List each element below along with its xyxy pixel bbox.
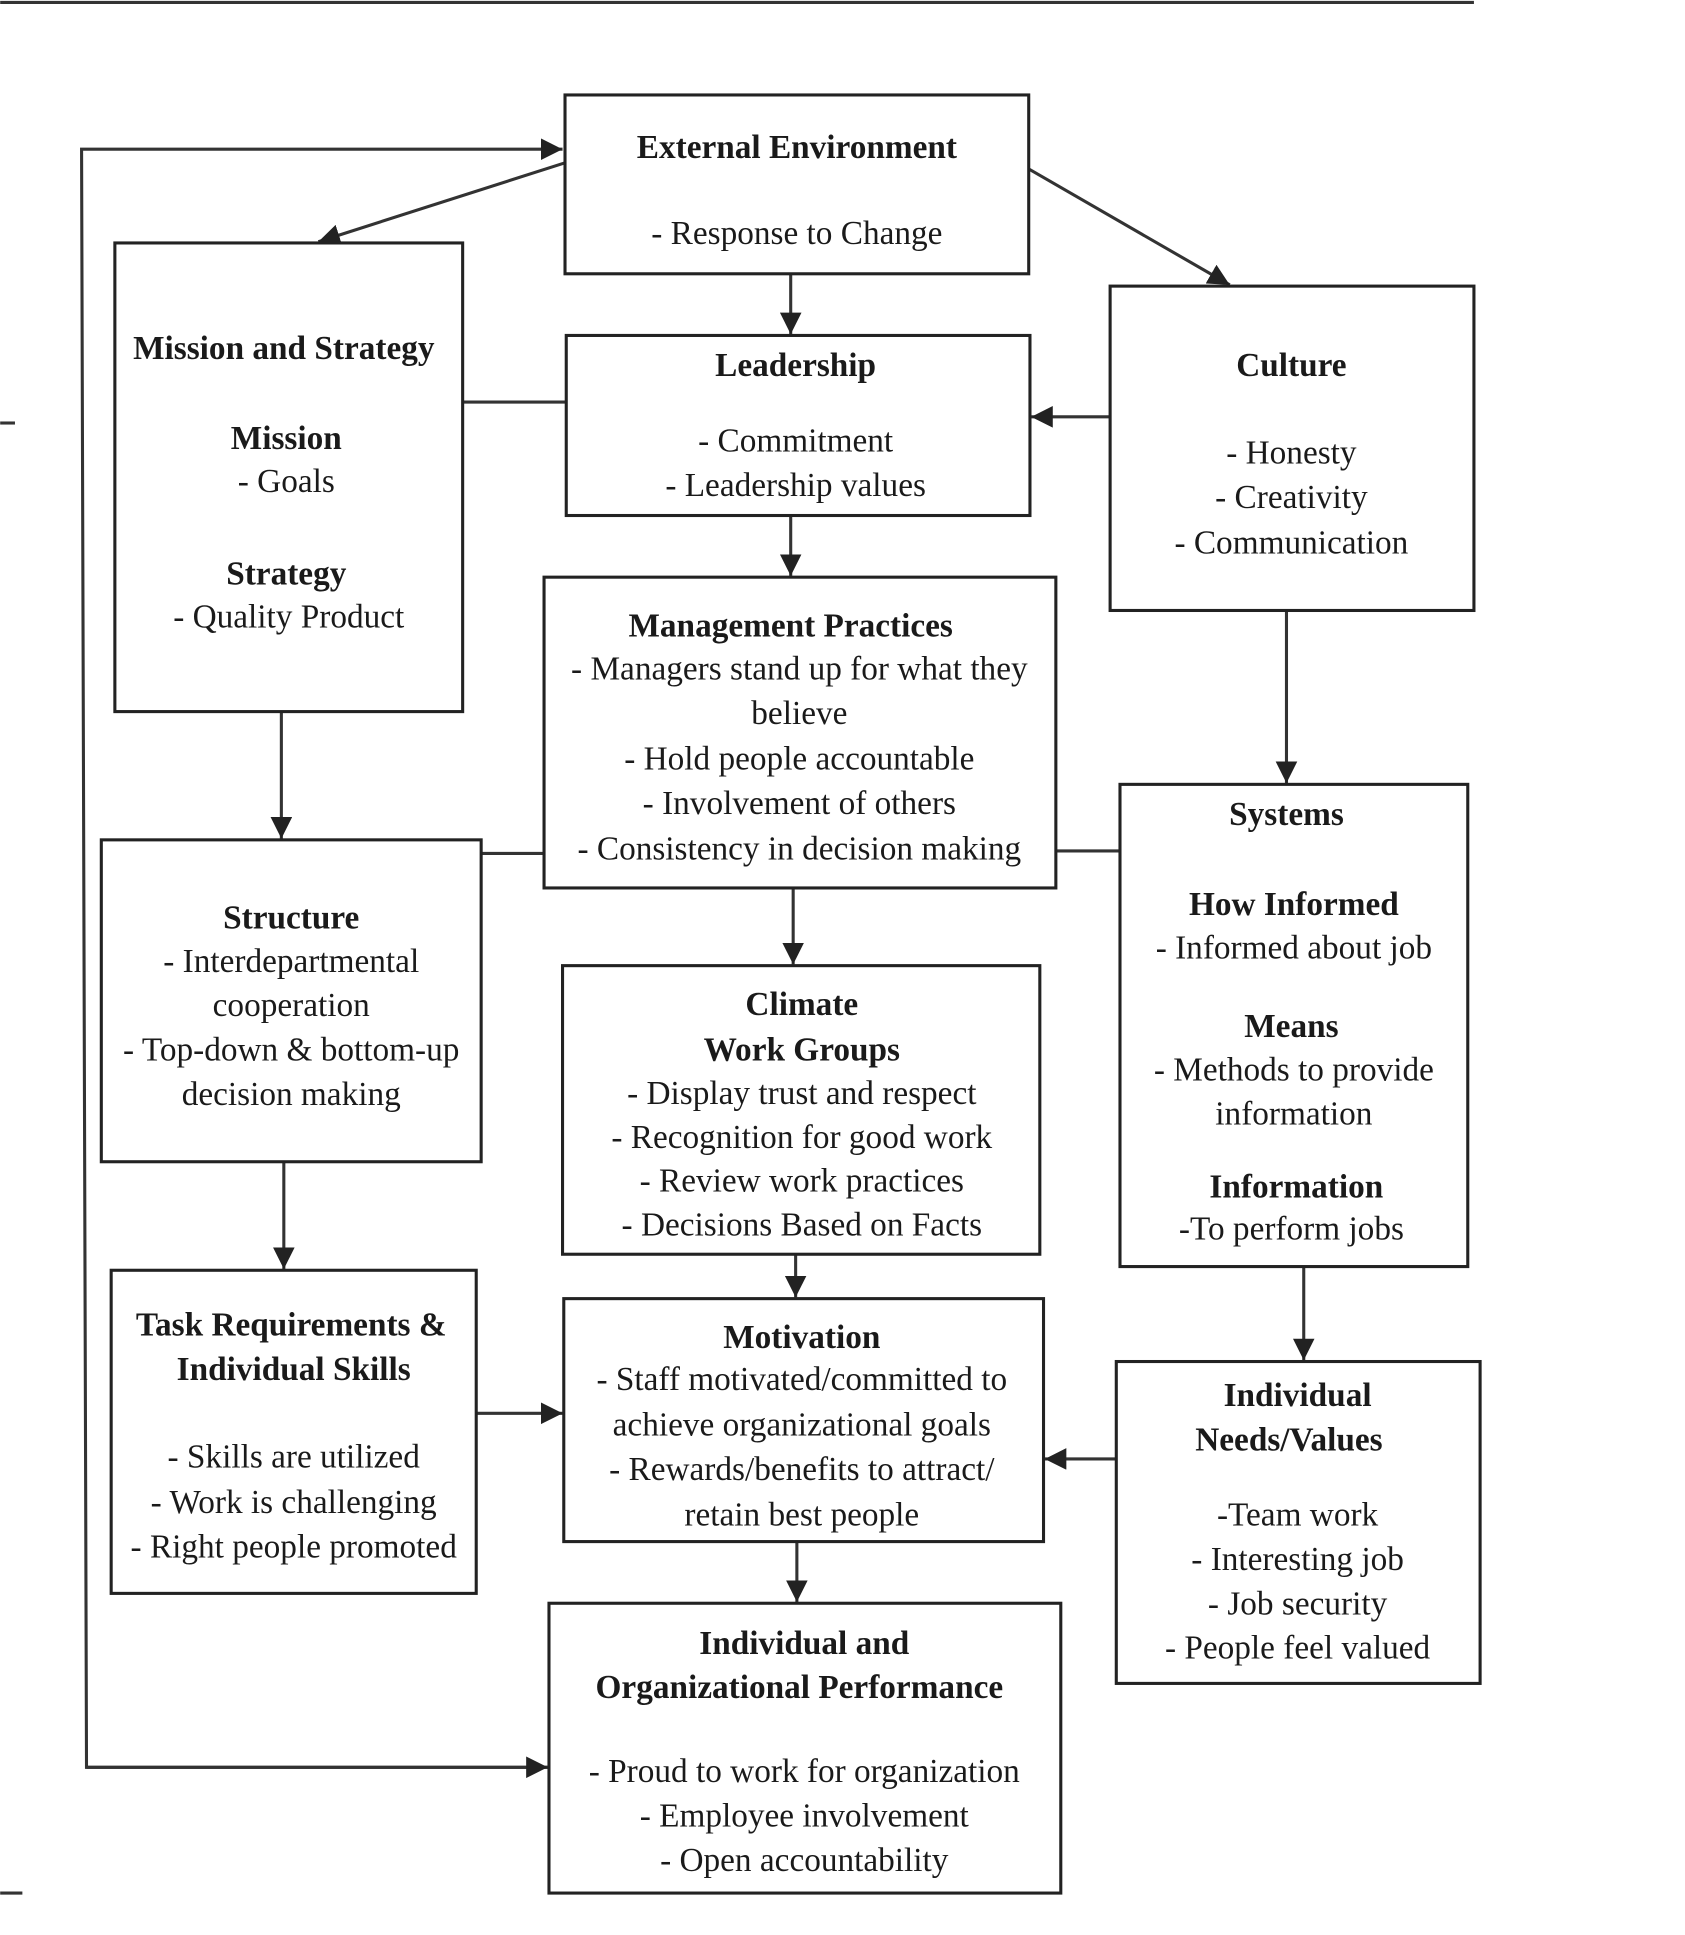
box-title: Individual — [1224, 1377, 1372, 1414]
box-line: - Informed about job — [1156, 929, 1432, 966]
box-line: - Interdepartmental — [163, 943, 419, 980]
box-line: decision making — [182, 1076, 401, 1113]
box-line: - Top-down & bottom-up — [123, 1032, 459, 1069]
box-line: - Hold people accountable — [624, 741, 974, 778]
box-line: - Leadership values — [665, 467, 926, 504]
box-culture: Culture - Honesty - Creativity - Communi… — [1108, 284, 1476, 613]
box-line: - Skills are utilized — [168, 1439, 421, 1476]
box-line: - Display trust and respect — [627, 1075, 977, 1112]
box-line: - Review work practices — [640, 1162, 964, 1199]
box-line: - Recognition for good work — [611, 1119, 992, 1156]
box-climate: Climate Work Groups - Display trust and … — [561, 964, 1042, 1256]
box-title: Motivation — [723, 1319, 880, 1356]
box-line: - Work is challenging — [151, 1484, 437, 1521]
box-task-requirements: Task Requirements & Individual Skills - … — [109, 1268, 478, 1595]
box-line: - Proud to work for organization — [589, 1753, 1020, 1790]
arrow-external-to-culture — [1027, 167, 1231, 287]
box-heading: Means — [1244, 1008, 1338, 1045]
box-subtitle: Work Groups — [704, 1032, 900, 1069]
box-heading: How Informed — [1189, 886, 1399, 923]
box-structure: Structure - Interdepartmental cooperatio… — [99, 838, 483, 1164]
box-line: - Rewards/benefits to attract/ — [609, 1451, 995, 1488]
box-external-environment: External Environment - Response to Chang… — [563, 93, 1031, 276]
box-title: Culture — [1236, 347, 1346, 384]
box-subtitle: Individual Skills — [177, 1351, 411, 1388]
box-line: - Employee involvement — [640, 1797, 970, 1834]
box-line: - Consistency in decision making — [577, 831, 1021, 868]
box-heading: Information — [1209, 1169, 1383, 1206]
box-title: External Environment — [637, 129, 957, 166]
box-line: - Commitment — [698, 422, 894, 459]
box-title: Systems — [1229, 796, 1344, 833]
arrow-external-to-mission — [317, 161, 566, 246]
box-title: Task Requirements & — [136, 1307, 447, 1344]
box-title: Mission and Strategy — [133, 330, 435, 367]
box-line: - Communication — [1174, 525, 1408, 562]
box-line: - Decisions Based on Facts — [622, 1207, 983, 1244]
box-individual-needs: Individual Needs/Values -Team work - Int… — [1114, 1359, 1482, 1685]
box-systems: Systems How Informed - Informed about jo… — [1118, 782, 1470, 1269]
box-title: Structure — [223, 900, 359, 937]
box-mission-strategy: Mission and Strategy Mission - Goals Str… — [113, 241, 465, 714]
box-heading: Strategy — [226, 556, 347, 593]
box-line: - People feel valued — [1165, 1630, 1431, 1667]
box-performance: Individual and Organizational Performanc… — [547, 1601, 1063, 1895]
box-line: - Open accountability — [660, 1842, 949, 1879]
box-line: - Right people promoted — [131, 1529, 458, 1566]
box-line: believe — [751, 695, 847, 732]
box-management-practices: Management Practices - Managers stand up… — [542, 575, 1058, 890]
box-heading: Mission — [231, 420, 342, 457]
box-line: - Involvement of others — [643, 785, 956, 822]
box-leadership: Leadership - Commitment - Leadership val… — [564, 333, 1032, 518]
box-line: -To perform jobs — [1179, 1210, 1404, 1247]
box-motivation: Motivation - Staff motivated/committed t… — [562, 1297, 1046, 1544]
box-subtitle: Organizational Performance — [596, 1669, 1004, 1706]
box-title: Climate — [745, 986, 858, 1023]
box-line: - Goals — [238, 463, 335, 500]
box-title: Individual and — [699, 1625, 909, 1662]
box-line: cooperation — [213, 987, 370, 1024]
box-title: Leadership — [715, 347, 876, 384]
box-line: - Honesty — [1226, 435, 1357, 472]
box-title: Management Practices — [629, 607, 953, 644]
box-line: - Methods to provide — [1154, 1051, 1434, 1088]
box-line: information — [1215, 1096, 1372, 1133]
connectors — [80, 138, 1315, 1779]
box-line: - Response to Change — [651, 215, 942, 252]
box-line: -Team work — [1217, 1497, 1379, 1534]
box-line: achieve organizational goals — [613, 1407, 991, 1444]
box-subtitle: Needs/Values — [1195, 1421, 1382, 1458]
box-line: retain best people — [684, 1497, 919, 1534]
box-line: - Quality Product — [173, 599, 405, 636]
box-line: - Interesting job — [1191, 1541, 1404, 1578]
box-line: - Staff motivated/committed to — [596, 1361, 1007, 1398]
box-line: - Job security — [1208, 1585, 1388, 1622]
box-line: - Creativity — [1215, 479, 1368, 516]
box-line: - Managers stand up for what they — [571, 651, 1028, 688]
